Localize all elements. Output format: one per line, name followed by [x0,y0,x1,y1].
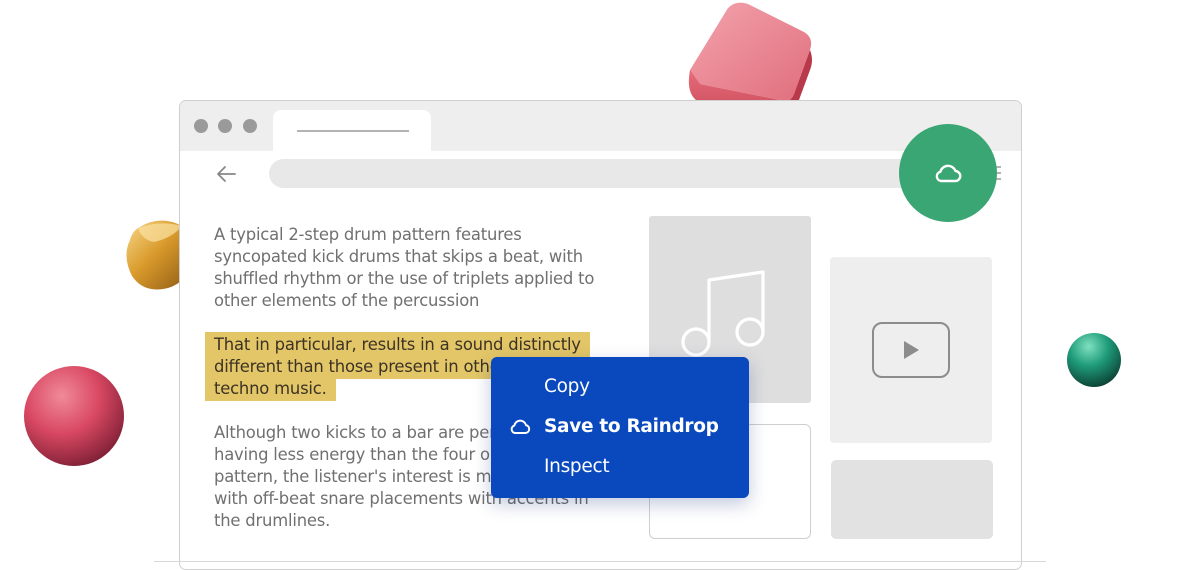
content-card[interactable] [831,460,993,539]
tab-title-placeholder [297,130,409,132]
address-bar[interactable] [269,159,929,188]
article-paragraph: A typical 2-step drum pattern features s… [214,225,595,310]
cloud-icon [510,419,531,434]
context-menu: Copy Save to Raindrop Inspect [491,357,749,498]
browser-window: A typical 2-step drum pattern features s… [179,100,1022,570]
context-menu-save-to-raindrop[interactable]: Save to Raindrop [544,416,719,437]
arrow-left-icon[interactable] [215,163,237,185]
baseline-divider [154,561,1046,562]
music-note-icon [681,270,765,357]
red-sphere-decoration [24,366,124,466]
green-sphere-decoration [1067,333,1121,387]
raindrop-extension-button[interactable] [899,124,997,222]
video-card[interactable] [830,257,992,443]
browser-tab[interactable] [273,110,431,152]
play-button-icon [872,322,950,378]
cloud-icon [935,164,962,183]
context-menu-copy[interactable]: Copy [544,376,590,397]
window-control-maximize[interactable] [243,119,257,133]
browser-titlebar [180,101,1021,152]
gold-cube-decoration [126,220,193,290]
context-menu-inspect[interactable]: Inspect [544,456,610,477]
window-control-minimize[interactable] [218,119,232,133]
window-control-close[interactable] [194,119,208,133]
article-text: A typical 2-step drum pattern features s… [214,224,604,554]
article-paragraph: Although two kicks to a bar are perceive… [214,423,589,530]
